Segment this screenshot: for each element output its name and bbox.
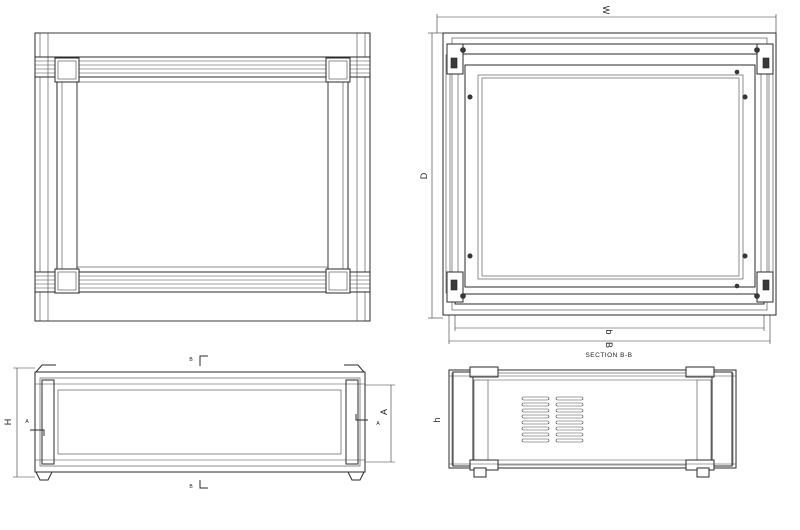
arrow-mark-left: A [25,419,29,425]
dim-label-h: h [432,417,442,422]
dim-label-H: H [3,419,13,426]
section-mark-bottom: B [189,484,193,490]
arrow-mark-right: A [376,421,380,427]
section-title: SECTION B-B [585,352,632,359]
dim-label-W: W [601,6,611,15]
section-view [428,14,777,344]
dim-label-b: b [604,329,614,334]
top-view [34,32,371,322]
front-view [13,355,395,489]
section-mark-top: B [189,357,193,363]
dim-label-A: A [379,409,389,415]
vent-slots [521,396,584,443]
dim-label-D: D [419,172,429,179]
side-view [448,366,737,478]
dim-label-B: B [604,342,614,348]
